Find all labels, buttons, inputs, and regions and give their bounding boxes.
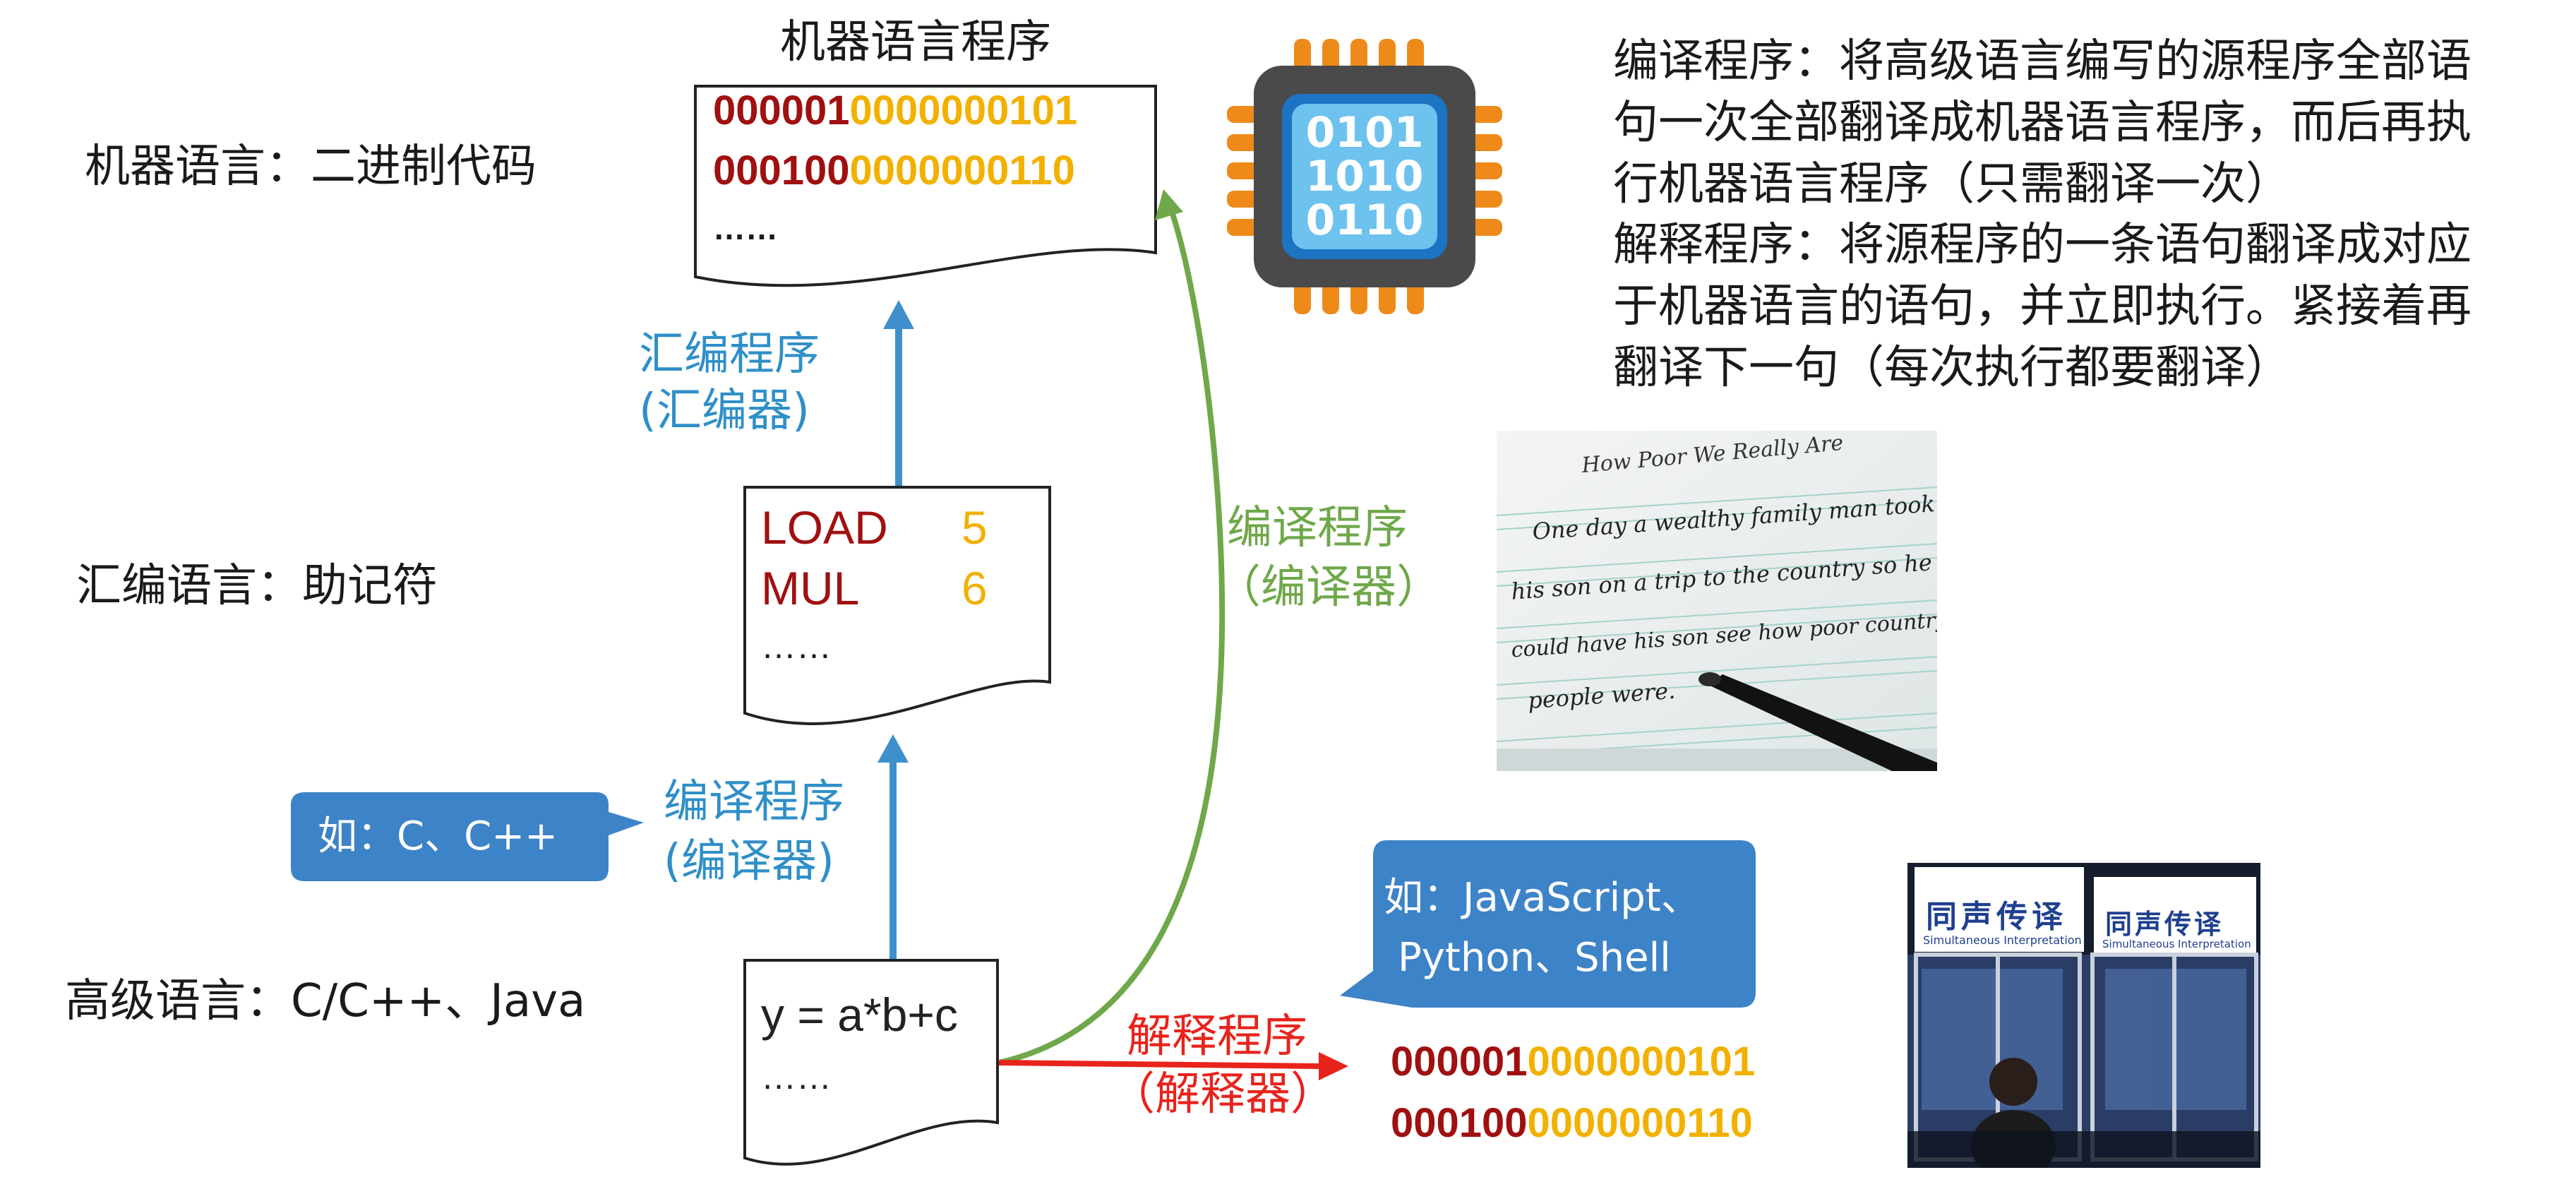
operand: 0000000101: [849, 88, 1078, 133]
asm-line-1-op: LOAD: [761, 501, 888, 554]
compiler-direct-label-2: （编译器）: [1216, 561, 1442, 614]
src-ellipsis: ……: [761, 1057, 832, 1097]
machine-doc-line-2: 0001000000000110: [713, 150, 1075, 191]
compiler-direct-label-1: 编译程序: [1227, 502, 1408, 554]
label-high-level-language: 高级语言：C/C++、Java: [65, 975, 586, 1027]
compiler-label-2: (编译器): [664, 835, 834, 888]
booth-sign-right: 同声传译: [2105, 909, 2224, 940]
note-interpret: 解释程序：将源程序的一条语句翻译成对应于机器语言的语句，并立即执行。紧接着再翻译…: [1613, 219, 2472, 394]
handwriting-photo: How Poor We Really Are One day a wealthy…: [1497, 431, 1937, 771]
assembler-arrow-head: [883, 300, 914, 329]
opcode: 000001: [1391, 1039, 1528, 1085]
interpreter-arrow-line: [998, 1060, 1321, 1069]
bubble-interpreted-shape: [1340, 840, 1756, 1008]
label-assembly-language: 汇编语言：助记符: [76, 560, 438, 612]
booth-sign-left-en: Simultaneous Interpretation: [1923, 933, 2082, 947]
asm-line-1-arg: 5: [961, 501, 988, 554]
bubble-compiled-shape: [291, 792, 644, 881]
asm-ellipsis: ……: [761, 626, 832, 666]
src-doc-shape: [743, 959, 999, 1166]
machine-doc-ellipsis: ……: [713, 210, 778, 246]
interpretation-booth-photo: 同声传译 Simultaneous Interpretation 同声传译 Si…: [1907, 863, 2260, 1168]
chip-row-2: 1010: [1305, 152, 1424, 201]
operand: 0000000110: [849, 148, 1075, 193]
interpreter-arrowhead: [1319, 1052, 1348, 1080]
booth-sign-left: 同声传译: [1926, 899, 2067, 935]
bubble-interpreted-line-2: Python、Shell: [1398, 935, 1671, 981]
asm-line-2-arg: 6: [961, 562, 988, 614]
compiler-direct-arrow: [998, 210, 1226, 1065]
compiler-direct-arrowhead: [1155, 189, 1183, 220]
opcode: 000100: [713, 148, 850, 193]
asm-doc-shape: [743, 486, 1051, 725]
operand: 0000000101: [1527, 1039, 1756, 1085]
bubble-interpreted-line-1: 如：JavaScript、: [1384, 875, 1701, 921]
interpreter-label-2: （解释器）: [1110, 1068, 1336, 1121]
interp-output-line-2: 0001000000000110: [1391, 1103, 1753, 1144]
note-compile: 编译程序：将高级语言编写的源程序全部语句一次全部翻译成机器语言程序，而后再执行机…: [1613, 35, 2472, 210]
bubble-compiled-text: 如：C、C++: [318, 813, 558, 859]
assembler-label-1: 汇编程序: [639, 328, 820, 381]
machine-doc-title: 机器语言程序: [780, 16, 1051, 68]
machine-doc-line-1: 0000010000000101: [713, 90, 1077, 131]
operand: 0000000110: [1527, 1100, 1753, 1146]
assembler-label-2: (汇编器): [639, 385, 810, 437]
machine-doc-shape: [694, 85, 1157, 287]
chip-row-3: 0110: [1305, 196, 1424, 245]
opcode: 000001: [713, 88, 850, 133]
interp-output-line-1: 0000010000000101: [1391, 1041, 1755, 1082]
booth-sign-right-en: Simultaneous Interpretation: [2102, 938, 2251, 950]
label-machine-language: 机器语言：二进制代码: [85, 141, 537, 193]
compiler-arrow-head: [877, 734, 909, 763]
chip-row-1: 0101: [1305, 108, 1424, 157]
asm-line-2-op: MUL: [761, 562, 860, 614]
interpreter-label-1: 解释程序: [1127, 1010, 1307, 1063]
cpu-chip-icon: 0101 1010 0110: [1227, 39, 1502, 314]
src-line-1: y = a*b+c: [761, 989, 958, 1041]
opcode: 000100: [1391, 1100, 1528, 1146]
compiler-label-1: 编译程序: [664, 776, 844, 828]
